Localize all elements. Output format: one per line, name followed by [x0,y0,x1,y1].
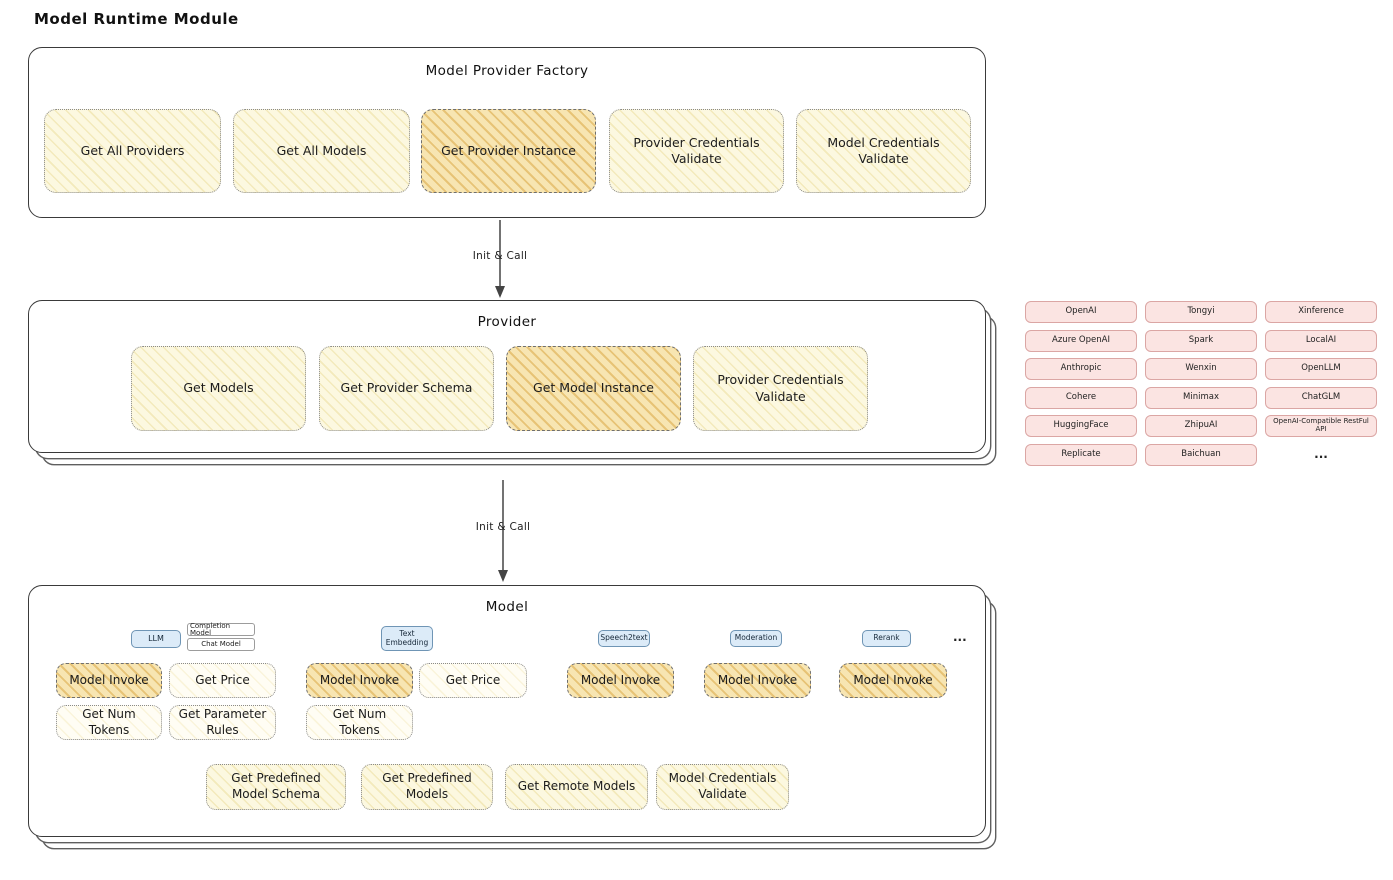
chip-completion-model: Completion Model [187,622,255,636]
model-node-llm-get-num-tokens: Get Num Tokens [56,705,162,740]
provider-chip-grid: OpenAI Tongyi Xinference Azure OpenAI Sp… [1025,301,1377,466]
factory-node-get-all-models: Get All Models [233,109,410,193]
tabs-more-ellipsis: ... [953,630,967,644]
provider-chip-zhipuai: ZhipuAI [1145,415,1257,437]
model-node-speech2text-model-invoke: Model Invoke [567,663,674,698]
model-node-llm-get-price: Get Price [169,663,276,698]
model-node-llm-model-invoke: Model Invoke [56,663,162,698]
tab-moderation: Moderation [730,630,782,647]
factory-node-provider-credentials-validate: Provider Credentials Validate [609,109,784,193]
model-node-rerank-model-invoke: Model Invoke [839,663,947,698]
provider-chip-tongyi: Tongyi [1145,301,1257,323]
factory-node-get-provider-instance: Get Provider Instance [421,109,596,193]
provider-chip-localai: LocalAI [1265,329,1377,352]
provider-node-get-model-instance: Get Model Instance [506,346,681,431]
provider-chip-more: ... [1314,446,1328,461]
provider-title: Provider [477,314,537,330]
page-title: Model Runtime Module [34,10,239,28]
provider-panel: Provider Get Models Get Provider Schema … [28,300,986,453]
provider-chip-anthropic: Anthropic [1025,358,1137,380]
model-node-llm-get-parameter-rules: Get Parameter Rules [169,705,276,740]
arrow-label-init-call-2: Init & Call [475,521,531,533]
model-node-text-embedding-model-invoke: Model Invoke [306,663,413,698]
provider-chip-openai: OpenAI [1025,301,1137,323]
provider-chip-openai-compatible-restful-api: OpenAI-Compatible RestFul API [1265,415,1377,437]
provider-node-get-models: Get Models [131,346,306,431]
tab-llm: LLM [131,630,181,648]
provider-chip-replicate: Replicate [1025,443,1137,466]
tab-text-embedding: Text Embedding [381,626,433,651]
arrow-init-call-1 [495,220,505,298]
model-node-get-remote-models: Get Remote Models [505,764,648,810]
model-node-get-predefined-model-schema: Get Predefined Model Schema [206,764,346,810]
model-node-moderation-model-invoke: Model Invoke [704,663,811,698]
provider-chip-minimax: Minimax [1145,386,1257,409]
provider-node-provider-credentials-validate: Provider Credentials Validate [693,346,868,431]
chip-chat-model: Chat Model [187,638,255,651]
model-node-text-embedding-get-num-tokens: Get Num Tokens [306,705,413,740]
provider-chip-wenxin: Wenxin [1145,358,1257,380]
provider-chip-baichuan: Baichuan [1145,443,1257,466]
provider-chip-xinference: Xinference [1265,301,1377,323]
arrow-init-call-2 [498,480,508,582]
model-node-model-credentials-validate: Model Credentials Validate [656,764,789,810]
model-panel: Model LLM Completion Model Chat Model Te… [28,585,986,837]
provider-chip-spark: Spark [1145,329,1257,352]
factory-node-get-all-providers: Get All Providers [44,109,221,193]
provider-chip-openllm: OpenLLM [1265,358,1377,380]
provider-chip-chatglm: ChatGLM [1265,386,1377,409]
provider-chip-azure-openai: Azure OpenAI [1025,329,1137,352]
tab-speech2text: Speech2text [598,630,650,647]
provider-chip-cohere: Cohere [1025,386,1137,409]
factory-title: Model Provider Factory [425,63,589,79]
factory-node-model-credentials-validate: Model Credentials Validate [796,109,971,193]
provider-chip-huggingface: HuggingFace [1025,415,1137,437]
provider-node-get-provider-schema: Get Provider Schema [319,346,494,431]
model-node-text-embedding-get-price: Get Price [419,663,527,698]
arrow-label-init-call-1: Init & Call [472,250,528,262]
factory-panel: Model Provider Factory Get All Providers… [28,47,986,218]
model-node-get-predefined-models: Get Predefined Models [361,764,493,810]
model-title: Model [485,599,529,615]
tab-rerank: Rerank [862,630,911,647]
